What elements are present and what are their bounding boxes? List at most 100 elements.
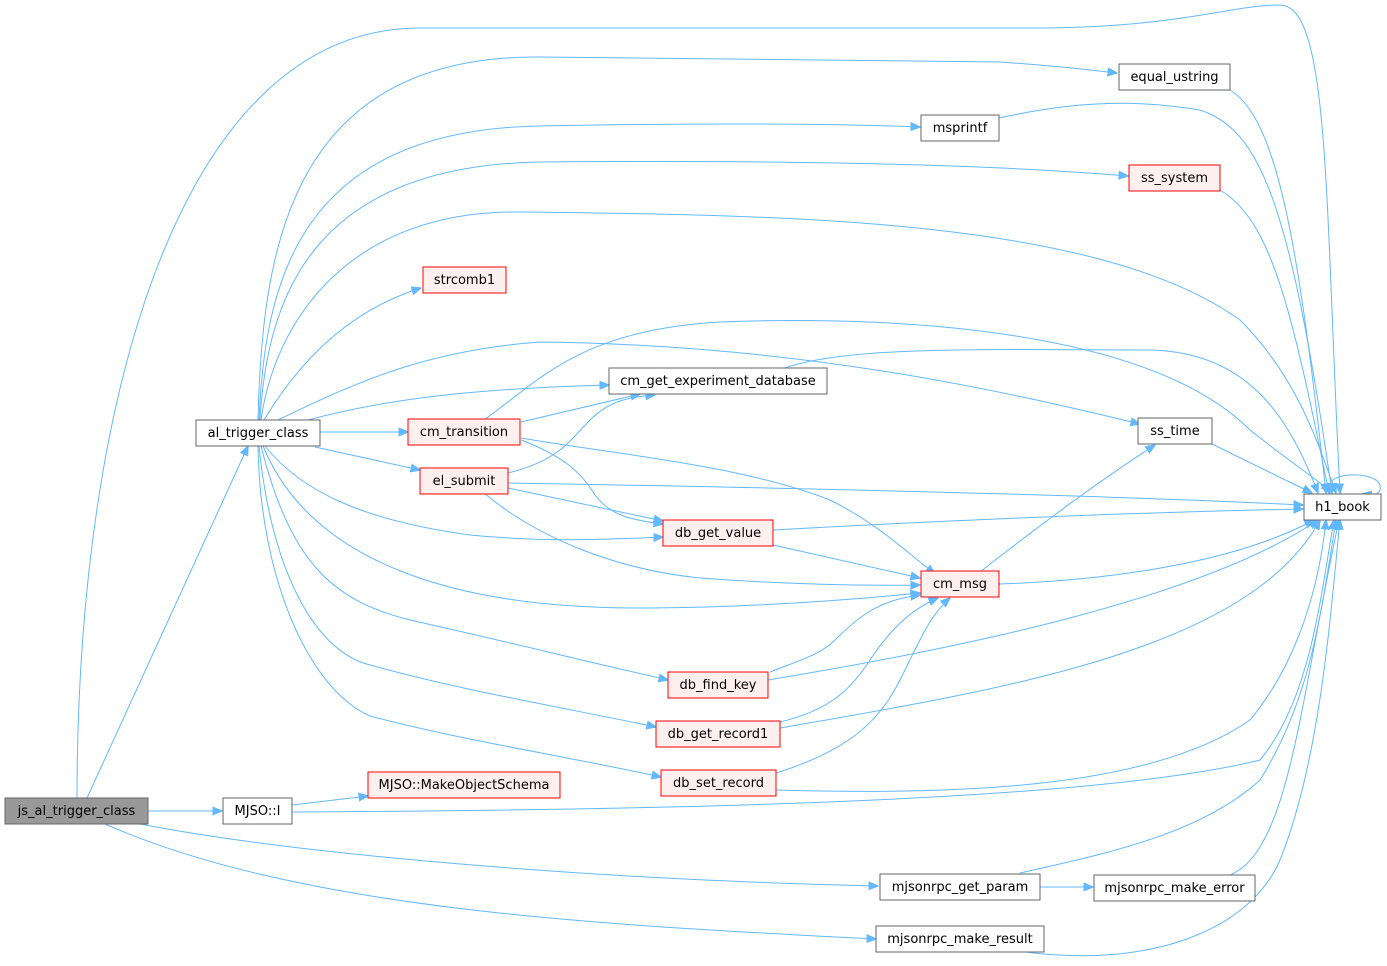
- node-label: ss_system: [1141, 171, 1208, 186]
- edge-al-trigger-class-to-msprintf: [258, 124, 920, 421]
- node-label: cm_get_experiment_database: [620, 374, 816, 389]
- node-label: al_trigger_class: [208, 426, 309, 441]
- node-box: [1118, 63, 1231, 91]
- edge-el-submit-to-h1-book: [507, 482, 1303, 505]
- node-ss-system[interactable]: ss_system: [1128, 164, 1221, 192]
- node-cm-transition[interactable]: cm_transition: [407, 418, 521, 446]
- edge-msprintf-to-h1-book: [998, 102, 1332, 493]
- node-label: equal_ustring: [1130, 70, 1218, 85]
- node-db-get-value[interactable]: db_get_value: [662, 519, 774, 547]
- node-box: [367, 771, 561, 799]
- node-box: [920, 114, 1000, 142]
- edge-cm-msg-to-h1-book: [998, 520, 1314, 585]
- edge-equal-ustring-to-h1-book: [1229, 89, 1326, 493]
- node-db-get-record1[interactable]: db_get_record1: [655, 720, 781, 748]
- edge-el-submit-to-cm-msg: [483, 492, 920, 585]
- edge-cm-msg-to-ss-time: [979, 445, 1155, 573]
- node-db-set-record[interactable]: db_set_record: [660, 769, 777, 797]
- edge-al-trigger-class-to-db-find-key: [260, 445, 668, 680]
- node-box: [920, 570, 1000, 598]
- edge-db-find-key-to-h1-book: [767, 520, 1318, 681]
- edge-ss-system-to-h1-book: [1219, 189, 1329, 493]
- node-label: ss_time: [1150, 424, 1199, 439]
- node-box: [4, 797, 149, 825]
- node-ss-time[interactable]: ss_time: [1137, 417, 1213, 445]
- edge-al-trigger-class-to-h1-book: [260, 211, 1336, 493]
- edge-js-al-trigger-class-to-mjsonrpc-get-param: [139, 823, 878, 886]
- node-box: [195, 419, 321, 447]
- edge-h1-book-to-h1-book: [1327, 474, 1381, 495]
- node-label: js_al_trigger_class: [17, 804, 136, 819]
- node-db-find-key[interactable]: db_find_key: [667, 671, 769, 699]
- edge-cm-get-experiment-database-to-h1-book: [784, 349, 1318, 493]
- edge-al-trigger-class-to-ss-system: [259, 161, 1128, 421]
- node-label: MJSO::I: [235, 804, 281, 819]
- node-box: [222, 797, 293, 825]
- node-label: mjsonrpc_make_result: [887, 932, 1032, 947]
- edge-mjso-i-to-h1-book: [291, 520, 1334, 813]
- node-box: [662, 519, 774, 547]
- edge-cm-transition-to-db-get-value: [520, 439, 663, 524]
- node-label: db_find_key: [680, 678, 757, 693]
- edge-ss-time-to-h1-book: [1211, 443, 1312, 493]
- node-label: db_set_record: [673, 776, 764, 791]
- edge-cm-transition-to-cm-msg: [520, 437, 935, 574]
- node-al-trigger-class[interactable]: al_trigger_class: [195, 419, 321, 447]
- edge-al-trigger-class-to-el-submit: [314, 446, 420, 470]
- node-label: cm_msg: [933, 577, 987, 592]
- node-box: [875, 925, 1045, 953]
- edge-js-al-trigger-class-to-h1-book: [76, 4, 1340, 799]
- edge-el-submit-to-cm-get-experiment-database: [507, 395, 655, 474]
- node-label: msprintf: [933, 121, 988, 136]
- node-box: [879, 873, 1041, 901]
- node-msprintf[interactable]: msprintf: [920, 114, 1000, 142]
- node-el-submit[interactable]: el_submit: [419, 467, 509, 495]
- node-js-al-trigger-class[interactable]: js_al_trigger_class: [4, 797, 149, 825]
- edge-al-trigger-class-to-strcomb1: [263, 288, 421, 421]
- edge-db-set-record-to-cm-msg: [775, 598, 950, 774]
- node-cm-msg[interactable]: cm_msg: [920, 570, 1000, 598]
- node-cm-get-experiment-database[interactable]: cm_get_experiment_database: [608, 367, 828, 395]
- edge-mjsonrpc-make-result-to-h1-book: [1017, 520, 1340, 957]
- edge-db-set-record-to-h1-book: [775, 520, 1326, 792]
- edge-al-trigger-class-to-ss-time: [277, 341, 1140, 424]
- node-box: [422, 266, 507, 294]
- node-box: [1137, 417, 1213, 445]
- node-equal-ustring[interactable]: equal_ustring: [1118, 63, 1231, 91]
- edge-al-trigger-class-to-cm-msg: [262, 445, 920, 609]
- edge-db-get-record1-to-cm-msg: [779, 598, 938, 723]
- node-mjsonrpc-make-error[interactable]: mjsonrpc_make_error: [1093, 874, 1256, 902]
- edge-cm-transition-to-cm-get-experiment-database: [520, 394, 640, 423]
- edge-db-get-value-to-h1-book: [772, 509, 1303, 531]
- node-label: el_submit: [433, 474, 496, 489]
- node-box: [660, 769, 777, 797]
- node-box: [1128, 164, 1221, 192]
- node-label: db_get_value: [675, 526, 761, 541]
- node-label: mjsonrpc_make_error: [1104, 881, 1245, 896]
- node-box: [1093, 874, 1256, 902]
- edge-el-submit-to-db-get-value: [507, 487, 663, 521]
- node-label: MJSO::MakeObjectSchema: [379, 778, 550, 793]
- edge-al-trigger-class-to-cm-get-experiment-database: [307, 385, 609, 421]
- edges-layer: [76, 4, 1381, 957]
- node-mjso-makeobjectschema[interactable]: MJSO::MakeObjectSchema: [367, 771, 561, 799]
- edge-db-find-key-to-cm-msg: [769, 595, 920, 673]
- edge-mjsonrpc-get-param-to-h1-book: [1019, 520, 1336, 874]
- node-mjsonrpc-make-result[interactable]: mjsonrpc_make_result: [875, 925, 1045, 953]
- edge-al-trigger-class-to-db-get-record1: [258, 445, 656, 727]
- node-label: cm_transition: [420, 425, 508, 440]
- edge-db-get-value-to-cm-msg: [772, 544, 920, 578]
- node-strcomb1[interactable]: strcomb1: [422, 266, 507, 294]
- node-box: [655, 720, 781, 748]
- node-box: [608, 367, 828, 395]
- node-mjso-i[interactable]: MJSO::I: [222, 797, 293, 825]
- edge-db-get-record1-to-h1-book: [779, 520, 1320, 729]
- edge-al-trigger-class-to-db-set-record: [257, 445, 661, 777]
- edge-cm-transition-to-h1-book: [483, 320, 1330, 493]
- node-h1-book[interactable]: h1_book: [1303, 493, 1382, 521]
- node-box: [419, 467, 509, 495]
- node-label: h1_book: [1315, 500, 1370, 515]
- node-mjsonrpc-get-param[interactable]: mjsonrpc_get_param: [879, 873, 1041, 901]
- edge-js-al-trigger-class-to-al-trigger-class: [86, 446, 248, 799]
